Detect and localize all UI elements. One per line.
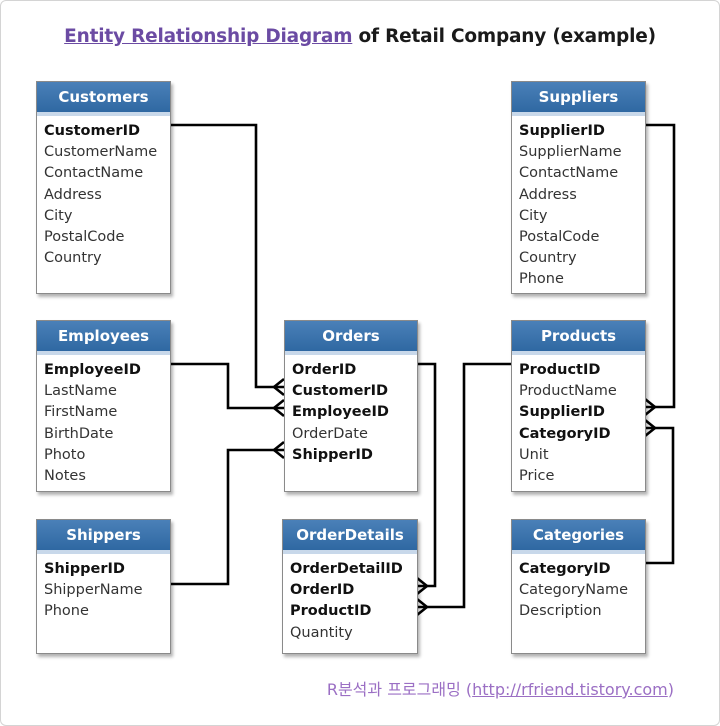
field-lastname: LastName — [44, 383, 117, 400]
field-price: Price — [519, 467, 555, 484]
entity-customers[interactable]: Customers CustomerID CustomerName Contac… — [36, 81, 171, 294]
crowfoot-products-supplierid — [644, 397, 658, 417]
entity-shippers[interactable]: Shippers ShipperID ShipperName Phone — [36, 519, 171, 654]
field-orderdetailid: OrderDetailID — [290, 561, 403, 577]
field-customerid: CustomerID — [44, 123, 141, 139]
field-address: Address — [519, 186, 577, 203]
entity-categories[interactable]: Categories CategoryID CategoryName Descr… — [511, 519, 646, 654]
field-city: City — [44, 207, 73, 224]
field-postalcode: PostalCode — [519, 228, 600, 245]
field-country: Country — [44, 250, 102, 267]
entity-header: Customers — [37, 82, 170, 116]
entity-header: Shippers — [37, 520, 170, 554]
entity-header: Products — [512, 321, 645, 355]
entity-suppliers[interactable]: Suppliers SupplierID SupplierName Contac… — [511, 81, 646, 294]
rel-suppliers-products — [645, 123, 676, 409]
field-suppliername: SupplierName — [519, 144, 622, 161]
field-orderid: OrderID — [290, 582, 355, 599]
footer-url-link[interactable]: http://rfriend.tistory.com — [472, 680, 668, 699]
field-productid: ProductID — [290, 603, 372, 620]
entity-header: OrderDetails — [283, 520, 417, 554]
field-phone: Phone — [519, 271, 564, 288]
field-birthdate: BirthDate — [44, 425, 114, 442]
field-country: Country — [519, 250, 577, 267]
field-supplierid: SupplierID — [519, 404, 605, 421]
diagram-title: Entity Relationship Diagram of Retail Co… — [0, 26, 720, 47]
rel-customers-orders — [170, 123, 284, 389]
field-productname: ProductName — [519, 383, 617, 400]
title-rest: of Retail Company (example) — [352, 26, 656, 47]
field-quantity: Quantity — [290, 624, 353, 641]
field-customerid: CustomerID — [292, 383, 389, 400]
field-description: Description — [519, 603, 602, 620]
footer-close: ) — [667, 680, 674, 699]
footer-text: R분석과 프로그래밍 ( — [326, 680, 473, 699]
crowfoot-products-categoryid — [644, 418, 658, 438]
entity-orders[interactable]: Orders OrderID CustomerID EmployeeID Ord… — [284, 320, 418, 492]
field-orderid: OrderID — [292, 362, 357, 378]
field-shippername: ShipperName — [44, 582, 143, 599]
field-postalcode: PostalCode — [44, 228, 125, 245]
entity-employees[interactable]: Employees EmployeeID LastName FirstName … — [36, 320, 171, 492]
field-employeeid: EmployeeID — [292, 404, 389, 421]
rel-orders-orderdetails — [417, 362, 437, 588]
crowfoot-orderdetails-orderid — [416, 576, 430, 596]
crowfoot-orders-customerid — [271, 377, 285, 397]
rel-products-orderdetails — [417, 362, 511, 609]
footer-credit: R분석과 프로그래밍 (http://rfriend.tistory.com) — [327, 676, 674, 700]
field-shipperid: ShipperID — [44, 561, 125, 577]
field-employeeid: EmployeeID — [44, 362, 141, 378]
field-categoryid: CategoryID — [519, 561, 611, 577]
field-shipperid: ShipperID — [292, 446, 373, 463]
field-notes: Notes — [44, 467, 86, 484]
field-address: Address — [44, 186, 102, 203]
entity-header: Orders — [285, 321, 417, 355]
field-productid: ProductID — [519, 362, 601, 378]
field-customername: CustomerName — [44, 144, 158, 161]
entity-orderdetails[interactable]: OrderDetails OrderDetailID OrderID Produ… — [282, 519, 418, 654]
field-supplierid: SupplierID — [519, 123, 605, 139]
field-categoryid: CategoryID — [519, 425, 611, 442]
field-contactname: ContactName — [519, 165, 619, 182]
entity-header: Suppliers — [512, 82, 645, 116]
title-link[interactable]: Entity Relationship Diagram — [64, 26, 353, 47]
field-contactname: ContactName — [44, 165, 144, 182]
rel-categories-products — [645, 426, 675, 565]
field-photo: Photo — [44, 446, 86, 463]
crowfoot-orderdetails-productid — [416, 597, 430, 617]
field-phone: Phone — [44, 603, 89, 620]
field-categoryname: CategoryName — [519, 582, 629, 599]
entity-header: Employees — [37, 321, 170, 355]
crowfoot-orders-shipperid — [271, 440, 285, 460]
rel-shippers-orders — [170, 448, 284, 586]
field-unit: Unit — [519, 446, 549, 463]
rel-employees-orders — [170, 362, 284, 410]
entity-header: Categories — [512, 520, 645, 554]
field-city: City — [519, 207, 548, 224]
crowfoot-orders-employeeid — [271, 398, 285, 418]
field-firstname: FirstName — [44, 404, 118, 421]
entity-products[interactable]: Products ProductID ProductName SupplierI… — [511, 320, 646, 492]
field-orderdate: OrderDate — [292, 425, 368, 442]
